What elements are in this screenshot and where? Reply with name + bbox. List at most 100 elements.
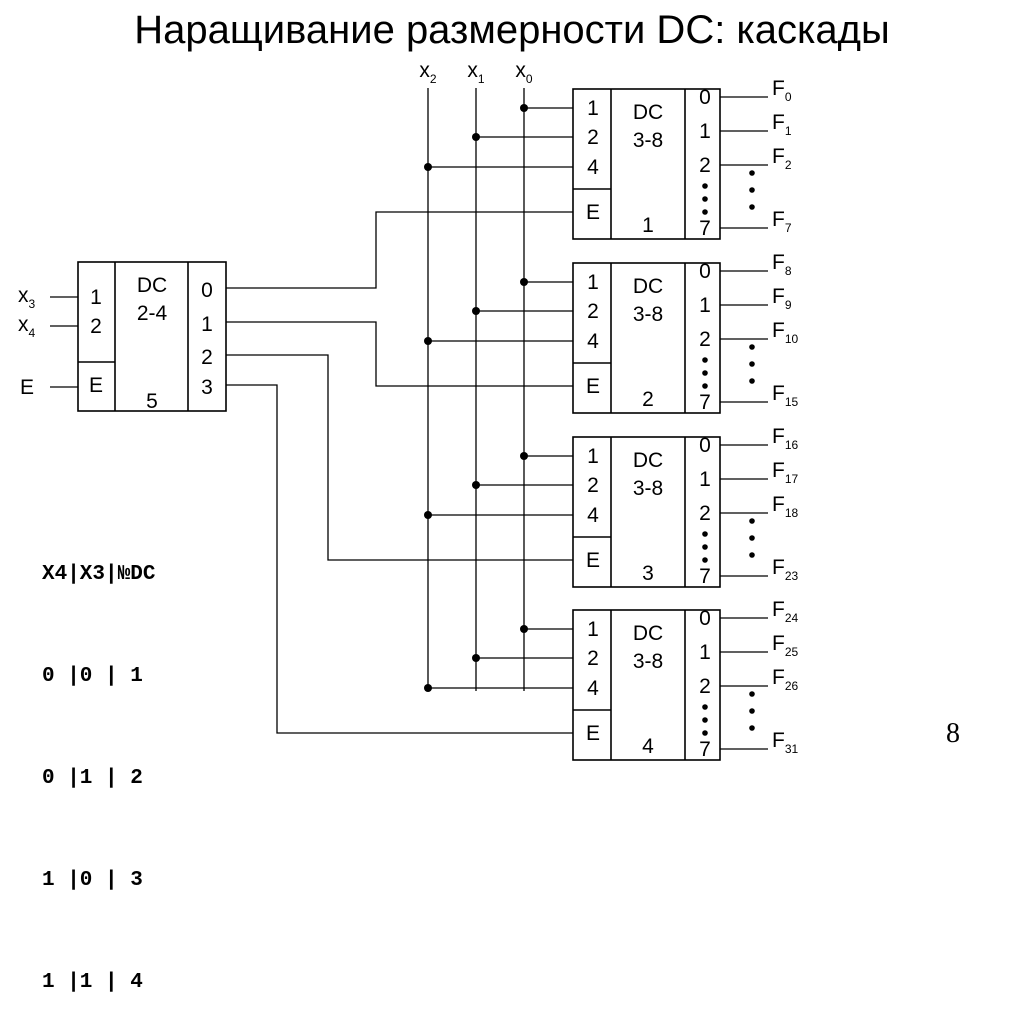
truth-table-row: 0 |1 | 2: [42, 767, 143, 790]
decoder-output-label: 7: [699, 565, 711, 588]
junction-dot: [472, 481, 480, 489]
decoder-number: 2: [642, 388, 654, 411]
bus-label-x2: x2: [419, 59, 437, 86]
page-title: Наращивание размерности DC: каскады: [134, 8, 890, 52]
wires: [50, 88, 768, 750]
junction-dot: [424, 511, 432, 519]
ellipsis-dot: [749, 378, 755, 384]
ellipsis-dot: [749, 535, 755, 541]
decoder-output-label: 0: [699, 607, 711, 630]
decoder-input-label: 1: [90, 286, 102, 309]
decoder-3-8-4: [572, 609, 755, 761]
output-label-f18: F18: [772, 493, 799, 520]
output-label-f9: F9: [772, 285, 792, 312]
bus-label-x0: x0: [515, 59, 533, 86]
input-label-x3: x3: [18, 284, 36, 311]
ellipsis-dot: [749, 170, 755, 176]
decoder-title: DC: [633, 622, 663, 645]
junction-dot: [424, 163, 432, 171]
enable-route-3: [226, 354, 573, 561]
decoder-output-label: 2: [699, 154, 711, 177]
decoder-frame: [77, 261, 227, 412]
decoder-output-label: 7: [699, 391, 711, 414]
ellipsis-dot: [702, 370, 708, 376]
junction-dot: [520, 625, 528, 633]
junction-dot: [520, 104, 528, 112]
ellipsis-dot: [702, 183, 708, 189]
decoder-input-label: 2: [587, 647, 599, 670]
ellipsis-dot: [702, 357, 708, 363]
enable-route-2: [226, 321, 573, 387]
ellipsis-dot: [749, 691, 755, 697]
decoder-enable-label: E: [586, 549, 600, 572]
output-label-f17: F17: [772, 459, 799, 486]
decoder-output-label: 1: [699, 294, 711, 317]
input-label-enable: E: [20, 376, 34, 399]
junction-dot: [472, 307, 480, 315]
output-label-f16: F16: [772, 425, 799, 452]
decoder-frame: [572, 609, 721, 761]
ellipsis-dot: [702, 704, 708, 710]
ellipsis-dot: [702, 383, 708, 389]
enable-route-1: [226, 211, 573, 289]
decoder-output-label: 2: [699, 328, 711, 351]
decoder-input-label: 2: [587, 474, 599, 497]
output-label-f15: F15: [772, 382, 799, 409]
decoder-input-label: 1: [587, 97, 599, 120]
decoder-output-label: 3: [201, 376, 213, 399]
output-label-f26: F26: [772, 666, 799, 693]
decoder-enable-label: E: [586, 375, 600, 398]
ellipsis-dot: [749, 187, 755, 193]
junction-dot: [472, 654, 480, 662]
decoder-title: DC: [137, 274, 167, 297]
decoder-output-label: 0: [201, 279, 213, 302]
bus-label-x1: x1: [467, 59, 485, 86]
decoder-output-label: 0: [699, 260, 711, 283]
ellipsis-dot: [702, 544, 708, 550]
junction-dots: [424, 104, 528, 692]
ellipsis-dot: [749, 361, 755, 367]
decoder-title: DC: [633, 449, 663, 472]
decoder-input-label: 1: [587, 618, 599, 641]
decoder-3-8-3: [572, 436, 755, 588]
decoder-frame: [572, 436, 721, 588]
ellipsis-dot: [702, 531, 708, 537]
output-label-f24: F24: [772, 598, 799, 625]
decoder-input-label: 4: [587, 156, 599, 179]
truth-table-header: X4|X3|№DC: [42, 563, 156, 586]
ellipsis-dot: [702, 209, 708, 215]
decoder-2-4-5: [77, 261, 227, 412]
decoder-output-label: 2: [699, 502, 711, 525]
ellipsis-dot: [749, 708, 755, 714]
decoder-frame: [572, 88, 721, 240]
junction-dot: [520, 278, 528, 286]
ellipsis-dot: [702, 196, 708, 202]
output-label-f8: F8: [772, 251, 792, 278]
decoder-output-label: 0: [699, 434, 711, 457]
decoder-output-label: 0: [699, 86, 711, 109]
decoder-title: DC: [633, 275, 663, 298]
truth-table: X4|X3|№DC 0 |0 | 1 0 |1 | 2 1 |0 | 3 1 |…: [42, 490, 155, 1034]
decoder-type: 3-8: [633, 650, 663, 673]
decoder-output-label: 1: [699, 120, 711, 143]
output-label-f10: F10: [772, 319, 799, 346]
output-label-f1: F1: [772, 111, 792, 138]
decoder-output-label: 1: [201, 313, 213, 336]
junction-dot: [424, 684, 432, 692]
decoder-output-label: 1: [699, 468, 711, 491]
decoder-output-label: 7: [699, 217, 711, 240]
ellipsis-dot: [749, 552, 755, 558]
ellipsis-dot: [702, 557, 708, 563]
truth-table-row: 1 |1 | 4: [42, 971, 143, 994]
decoder-output-label: 2: [201, 346, 213, 369]
output-label-f25: F25: [772, 632, 799, 659]
decoder-output-label: 2: [699, 675, 711, 698]
decoder-number: 3: [642, 562, 654, 585]
decoder-3-8-1: [572, 88, 755, 240]
decoder-number: 5: [146, 390, 158, 413]
decoder-input-label: 1: [587, 271, 599, 294]
decoder-input-label: 2: [90, 315, 102, 338]
junction-dot: [424, 337, 432, 345]
